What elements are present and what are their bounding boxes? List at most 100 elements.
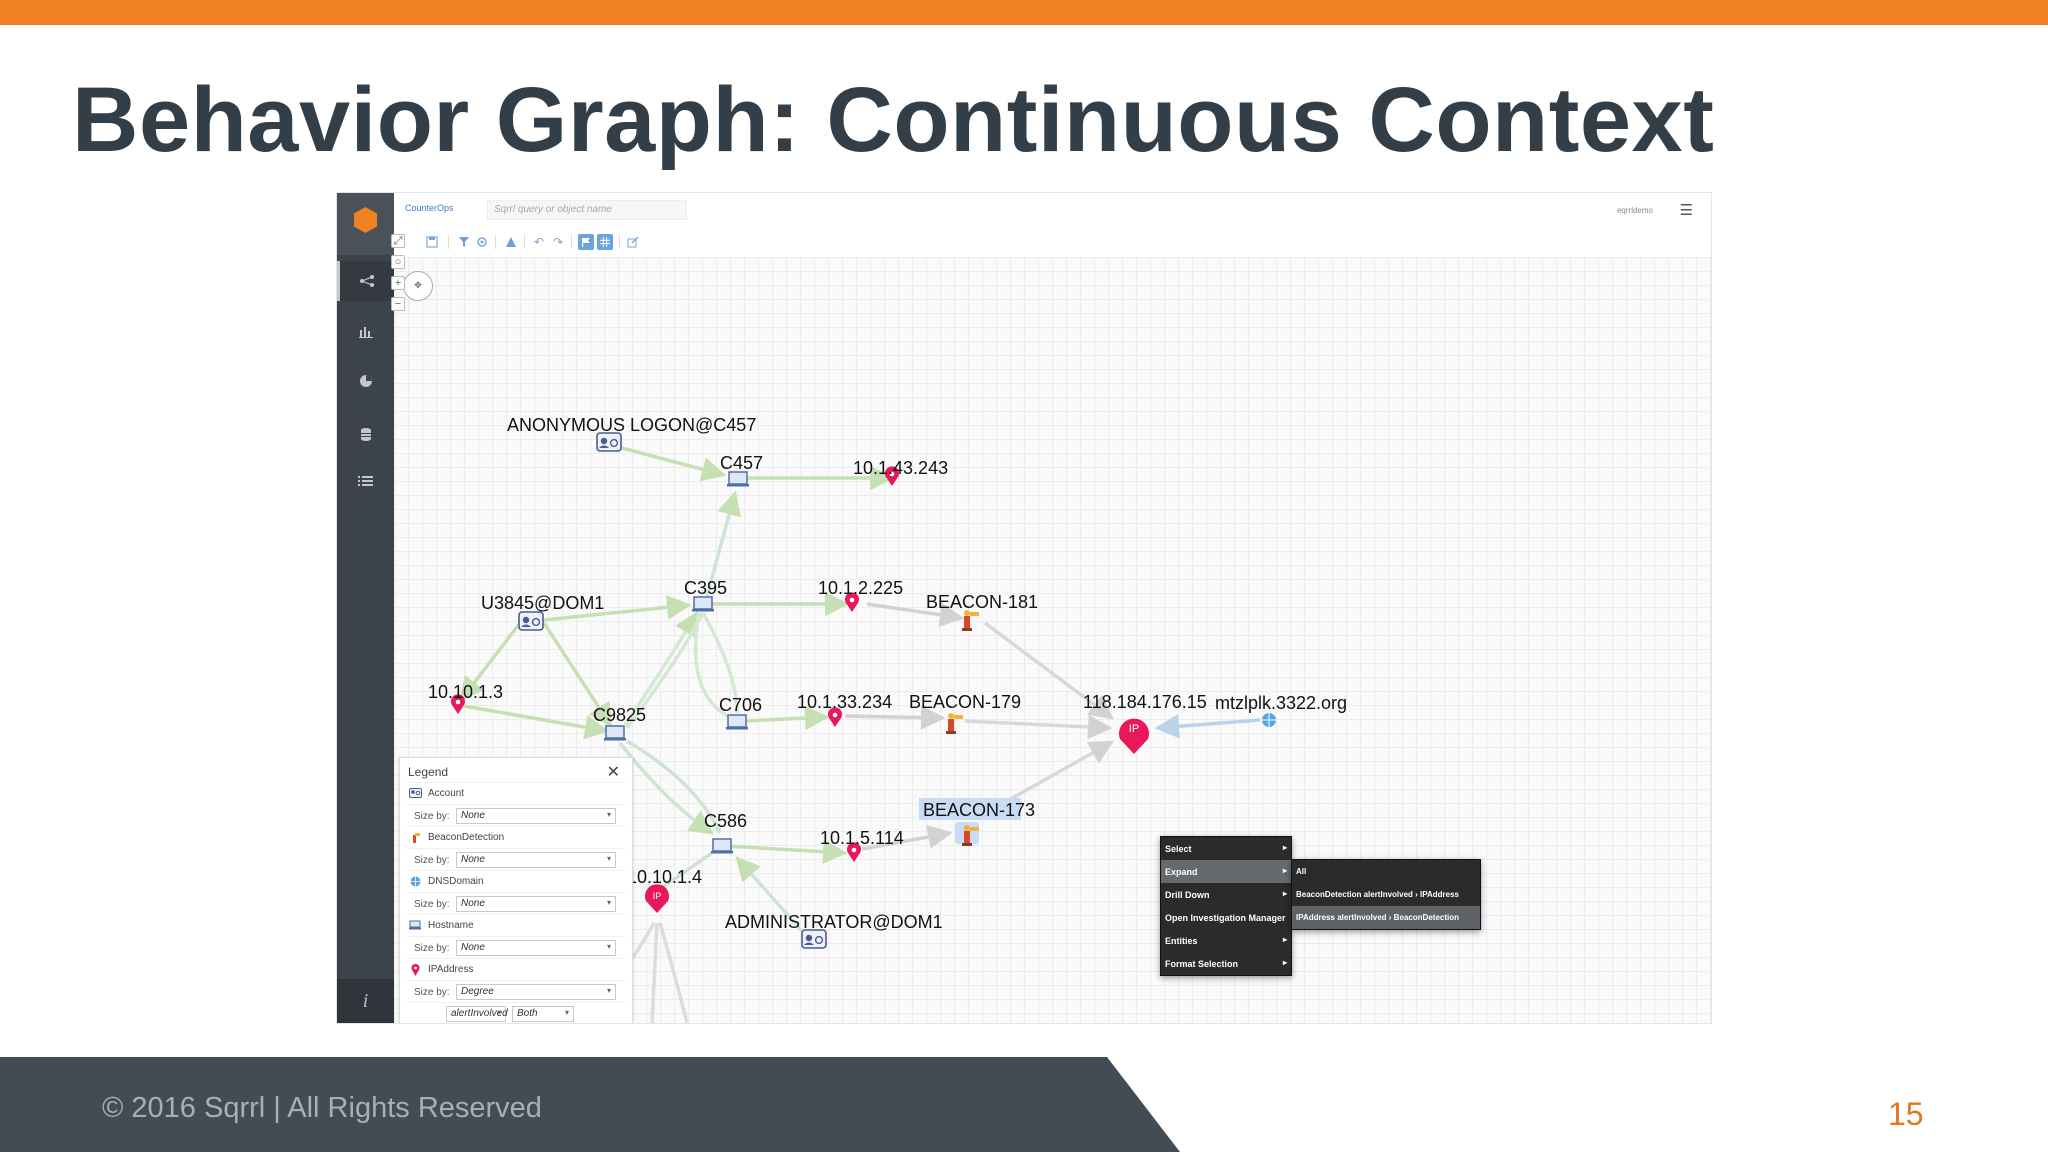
app-header: CounterOps Sqrrl query or object name eq…	[394, 193, 1711, 230]
list-icon	[358, 476, 373, 486]
legend-title: Legend	[408, 765, 449, 779]
legend-entry-name: IPAddress	[428, 964, 474, 975]
app-window: i CounterOps Sqrrl query or object name …	[337, 193, 1711, 1023]
monitor-icon	[408, 920, 422, 932]
search-input[interactable]: Sqrrl query or object name	[487, 200, 687, 220]
monitor-icon[interactable]	[725, 714, 749, 731]
behavior-graph[interactable]: ANONYMOUS LOGON@C457 C457 10.1.43.243 C3…	[337, 193, 1711, 1023]
account-icon[interactable]	[596, 432, 622, 452]
submenu-item-beacon-to-ip[interactable]: BeaconDetection alertInvolved › IPAddres…	[1296, 890, 1460, 899]
legend-entry: Hostname	[406, 914, 626, 937]
node-c586[interactable]: C586	[704, 811, 747, 831]
menu-item-entities[interactable]: Entities▸	[1161, 929, 1291, 952]
size-by-select[interactable]: None▾	[456, 896, 616, 912]
sidebar-item-analytics[interactable]	[337, 361, 394, 401]
menu-item-expand[interactable]: Expand▸	[1161, 860, 1291, 883]
node-c706[interactable]: C706	[719, 695, 762, 715]
menu-item-open-investigation-manager[interactable]: Open Investigation Manager	[1161, 906, 1291, 929]
monitor-icon[interactable]	[603, 725, 627, 742]
zoom-out-icon[interactable]: −	[391, 297, 405, 311]
app-brand[interactable]: CounterOps	[405, 203, 454, 213]
menu-item-label: Expand	[1165, 867, 1198, 877]
sidebar-item-data[interactable]	[337, 414, 394, 454]
submenu-item-all[interactable]: All	[1296, 867, 1307, 876]
beacon-icon	[408, 832, 422, 844]
menu-item-format-selection[interactable]: Format Selection▸	[1161, 952, 1291, 975]
graph-nodes[interactable]: ANONYMOUS LOGON@C457 C457 10.1.43.243 C3…	[428, 415, 1347, 949]
info-button[interactable]: i	[337, 979, 394, 1023]
node-beacon-181[interactable]: BEACON-181	[926, 592, 1038, 612]
select-value: alertInvolved	[451, 1008, 508, 1019]
node-ip-10-10-1-3[interactable]: 10.10.1.3	[428, 682, 503, 702]
settings-icon[interactable]	[474, 234, 490, 250]
info-icon: i	[362, 989, 369, 1012]
size-by-select[interactable]: None▾	[456, 940, 616, 956]
grid-icon[interactable]	[597, 234, 613, 250]
account-icon[interactable]	[518, 611, 544, 631]
monitor-icon[interactable]	[726, 471, 750, 488]
monitor-icon[interactable]	[691, 596, 715, 613]
size-by-select[interactable]: Degree▾	[456, 984, 616, 1000]
warning-icon[interactable]	[503, 234, 519, 250]
legend-entry-name: BeaconDetection	[428, 832, 505, 843]
sidebar-item-charts[interactable]	[337, 311, 394, 351]
legend-entry-name: DNSDomain	[428, 876, 484, 887]
size-by-select[interactable]: None▾	[456, 852, 616, 868]
size-by-select[interactable]: None▾	[456, 808, 616, 824]
save-icon[interactable]	[424, 234, 440, 250]
flag-icon[interactable]	[578, 234, 594, 250]
monitor-icon[interactable]	[710, 838, 734, 855]
node-c395[interactable]: C395	[684, 578, 727, 598]
size-by-label: Size by:	[414, 987, 450, 998]
account-icon[interactable]	[801, 929, 827, 949]
node-domain[interactable]: mtzlplk.3322.org	[1215, 693, 1347, 713]
sidebar-item-list[interactable]	[337, 461, 394, 501]
node-anonymous-logon[interactable]: ANONYMOUS LOGON@C457	[507, 415, 756, 435]
node-ip-10-1-43-243[interactable]: 10.1.43.243	[853, 458, 948, 478]
node-beacon-179[interactable]: BEACON-179	[909, 692, 1021, 712]
undo-icon[interactable]: ↶	[533, 235, 545, 249]
zoom-in-icon[interactable]: +	[391, 276, 405, 290]
node-u3845[interactable]: U3845@DOM1	[481, 593, 604, 613]
redo-icon[interactable]: ↷	[552, 235, 564, 249]
edit-icon[interactable]	[625, 234, 641, 250]
ip-large-pin-icon[interactable]: IP	[1119, 718, 1149, 754]
node-administrator[interactable]: ADMINISTRATOR@DOM1	[725, 912, 943, 932]
hamburger-menu-icon[interactable]: ☰	[1679, 202, 1693, 219]
toolbar-separator	[448, 235, 449, 249]
filter-icon[interactable]	[456, 234, 472, 250]
size-by-label: Size by:	[414, 811, 450, 822]
submenu-item-ip-to-beacon[interactable]: IPAddress alertInvolved › BeaconDetectio…	[1292, 906, 1480, 929]
sqrrl-logo-icon	[354, 207, 377, 233]
close-icon[interactable]: ✕	[606, 764, 620, 781]
pan-control[interactable]: ✥	[403, 271, 433, 301]
globe-icon[interactable]	[1262, 713, 1276, 727]
direction-select[interactable]: Both▾	[512, 1006, 574, 1022]
globe-icon	[408, 876, 422, 888]
page-number: 15	[1888, 1096, 1924, 1132]
ip-medium-pin-icon[interactable]: IP	[645, 884, 669, 913]
ip-badge-label: IP	[653, 891, 662, 901]
beacon-icon[interactable]	[946, 713, 963, 734]
node-ip-118[interactable]: 118.184.176.15	[1083, 692, 1207, 712]
menu-item-label: Select	[1165, 844, 1192, 854]
sidebar: i	[337, 193, 394, 1023]
sidebar-item-graph[interactable]	[337, 261, 394, 301]
menu-item-drill-down[interactable]: Drill Down▸	[1161, 883, 1291, 906]
node-ip-10-1-2-225[interactable]: 10.1.2.225	[818, 578, 903, 598]
edge-select[interactable]: alertInvolved▾	[446, 1006, 508, 1022]
node-beacon-173[interactable]: BEACON-173	[923, 800, 1035, 820]
node-c457[interactable]: C457	[720, 453, 763, 473]
username[interactable]: eqrrldemo	[1616, 206, 1653, 215]
footer-band	[0, 1057, 1180, 1152]
node-ip-10-1-5-114[interactable]: 10.1.5.114	[820, 828, 904, 848]
toolbar-separator	[571, 235, 572, 249]
zoom-search-icon[interactable]: ○	[391, 255, 405, 269]
legend-entry: BeaconDetection	[406, 826, 626, 849]
menu-item-select[interactable]: Select▸	[1161, 837, 1291, 860]
node-ip-10-1-33-234[interactable]: 10.1.33.234	[797, 692, 892, 712]
beacon-icon[interactable]	[962, 610, 979, 631]
node-c9825[interactable]: C9825	[593, 705, 646, 725]
fit-icon[interactable]: ⤢	[391, 234, 405, 248]
node-ip-10-10-1-4[interactable]: 10.10.1.4	[627, 867, 702, 887]
